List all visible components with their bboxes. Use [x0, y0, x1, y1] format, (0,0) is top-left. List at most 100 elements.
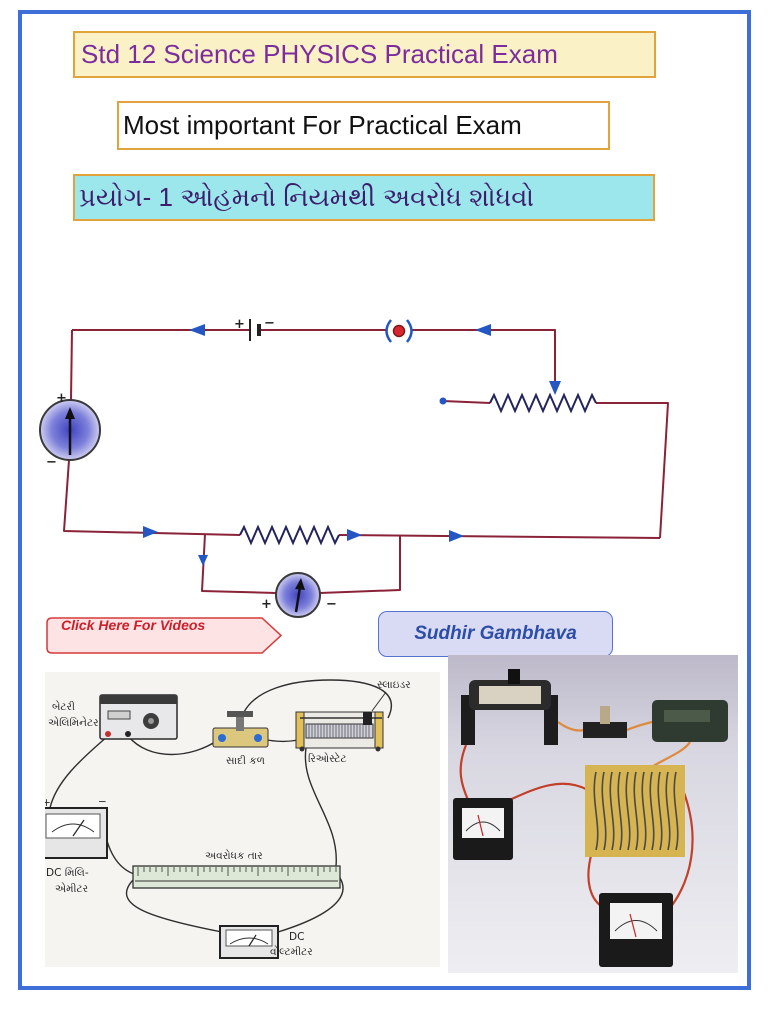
eliminator-terminal-black — [125, 731, 131, 737]
milliammeter-scale — [51, 823, 95, 833]
label-resistance-wire: અવરોધક તાર — [205, 849, 263, 862]
page-subtitle: Most important For Practical Exam — [117, 101, 610, 150]
battery-minus-label: − — [264, 316, 275, 331]
photo-key-plug — [600, 706, 610, 724]
current-direction-arrows — [143, 324, 491, 566]
milliammeter-needle — [72, 819, 85, 837]
rheostat-leg-right — [375, 746, 381, 752]
circuit-wires — [63, 329, 669, 594]
battery-plus-label: + — [234, 317, 245, 332]
label-slider: સ્લાઇડર — [377, 679, 411, 691]
key-right-bracket — [406, 319, 413, 343]
photo-coil-winding — [593, 771, 679, 851]
key-terminal-left — [218, 734, 226, 742]
label-plug-key: સાદી કળ — [226, 754, 266, 767]
wire-rheostat-right — [596, 402, 669, 539]
battery-icon: + − — [234, 316, 275, 341]
plug-key-icon — [385, 319, 413, 343]
label-battery-eliminator-2: એલિમિનેટર — [48, 716, 99, 729]
page-frame — [18, 10, 751, 990]
arrow-bottom-1 — [143, 526, 158, 538]
voltmeter-needle — [294, 586, 302, 613]
photo-battery-eliminator — [652, 700, 728, 742]
dc-milliammeter — [45, 807, 108, 859]
eliminator-top — [100, 695, 177, 704]
milliammeter-dial — [45, 813, 101, 839]
ammeter-plus-label: + — [56, 391, 67, 406]
key-plug-top — [227, 711, 253, 717]
wire-bottom-right — [338, 534, 661, 539]
videos-link-button[interactable]: Click Here For Videos — [46, 617, 283, 654]
key-plug-dot — [392, 324, 406, 338]
photo-plug-key — [583, 706, 627, 738]
wire-rheostat-to-resistance-wire — [304, 747, 337, 867]
photo-ammeter-needle — [477, 814, 484, 837]
ohms-law-circuit-diagram: + − + − — [39, 316, 669, 618]
page-title: Std 12 Science PHYSICS Practical Exam — [73, 31, 656, 78]
photo-ammeter-dial — [462, 808, 504, 838]
voltmeter-needle — [248, 934, 257, 947]
videos-button-shape — [46, 617, 283, 654]
wire-left-lower — [63, 459, 241, 536]
resistor-icon — [239, 524, 340, 546]
arrow-top-right — [475, 324, 491, 336]
rheostat-winding — [308, 724, 370, 738]
photo-rheostat — [461, 669, 558, 745]
arrow-voltmeter-branch — [198, 555, 208, 566]
photo-eliminator-display — [664, 710, 710, 722]
wire-voltmeter-branch-left — [201, 533, 277, 594]
label-milliammeter-minus: − — [98, 796, 107, 808]
voltmeter-needle-head — [295, 578, 305, 590]
photo-wire-coil-voltmeter-right — [669, 789, 694, 909]
videos-button-arrow-shape — [46, 617, 283, 654]
key-plug-stem — [236, 716, 244, 731]
scale-ticks — [137, 867, 337, 876]
rheostat-slider — [363, 712, 372, 725]
rheostat-coil — [489, 392, 597, 414]
rheostat — [295, 711, 384, 752]
voltmeter-minus-label: − — [326, 597, 337, 612]
apparatus-connection-diagram: બેટરી એલિમિનેટર સાદી કળ રિઓસ્ટેટ સ્લાઇડર — [45, 672, 440, 967]
arrow-top-left — [189, 324, 205, 336]
photo-voltmeter-scale — [614, 920, 658, 932]
videos-button-label: Click Here For Videos — [61, 617, 206, 633]
battery-eliminator — [99, 694, 178, 740]
eliminator-terminal-red — [105, 731, 111, 737]
wire-left-upper — [70, 329, 73, 401]
photo-voltmeter — [599, 893, 673, 967]
apparatus-photo — [448, 655, 738, 973]
key-terminal-right — [254, 734, 262, 742]
diagram-wires — [49, 679, 392, 933]
label-voltmeter-1: DC — [289, 931, 304, 943]
wire-rheostat-left — [442, 400, 491, 404]
rheostat-leg-left — [299, 746, 305, 752]
wire-resistance-right-to-voltmeter — [277, 877, 344, 933]
photo-resistance-coil — [585, 765, 685, 857]
dc-voltmeter — [219, 925, 279, 959]
photo-voltmeter-needle — [629, 913, 637, 938]
slider-pointer — [371, 691, 387, 712]
wire-top-right — [411, 329, 556, 382]
photo-rheostat-tube — [479, 686, 541, 704]
rheostat-icon — [439, 381, 597, 414]
rheostat-tube — [305, 723, 374, 739]
label-milliammeter-1: DC મિલિ- — [46, 866, 89, 879]
plug-key — [212, 711, 269, 748]
ammeter-icon: + − — [39, 391, 101, 470]
label-milliammeter-plus: + — [45, 797, 51, 809]
photo-ammeter — [453, 798, 513, 860]
voltmeter-scale — [229, 937, 269, 945]
eliminator-display — [107, 710, 131, 720]
photo-wire-ammeter-coil — [504, 782, 589, 804]
arrow-bottom-2 — [347, 529, 362, 541]
label-battery-eliminator-1: બેટરી — [52, 700, 75, 713]
wire-voltmeter-branch-right — [319, 536, 401, 594]
photo-wire-rheostat-key — [557, 721, 585, 732]
label-voltmeter-2: વોલ્ટમીટર — [270, 945, 313, 958]
ammeter-minus-label: − — [46, 455, 57, 470]
ammeter-needle-head — [65, 407, 75, 419]
arrow-bottom-3 — [449, 530, 464, 542]
photo-ammeter-scale — [465, 821, 501, 832]
author-name: Sudhir Gambhava — [378, 611, 613, 657]
label-milliammeter-2: એમીટર — [55, 882, 89, 895]
